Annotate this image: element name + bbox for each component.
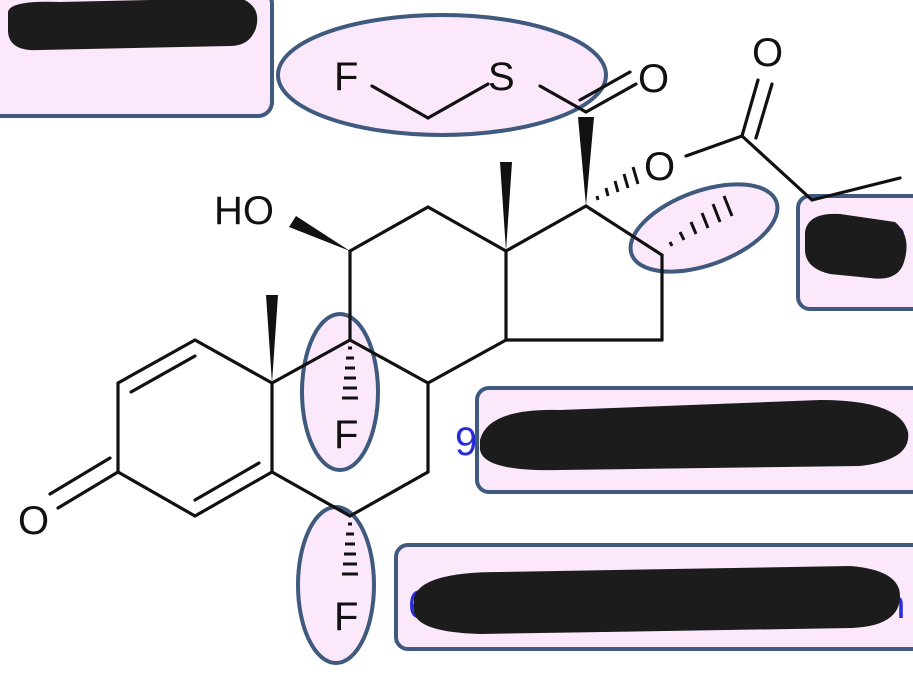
thioester-bonds bbox=[370, 70, 638, 120]
ring-b-bonds bbox=[270, 338, 430, 518]
f9-highlight bbox=[300, 312, 380, 472]
fluoro-6-label: F bbox=[334, 595, 358, 639]
fluoro-9-label: F bbox=[334, 413, 358, 457]
c17-ester-hash bbox=[595, 166, 640, 201]
c10-methyl-wedge bbox=[266, 295, 278, 383]
ester-bonds bbox=[684, 78, 902, 202]
c16-methyl-hash bbox=[668, 195, 734, 247]
c9-fluoro-hash bbox=[342, 346, 358, 400]
redaction-top-left bbox=[8, 0, 258, 51]
c17-carbonyl-wedge bbox=[578, 117, 594, 206]
ring-d-bonds bbox=[504, 204, 664, 342]
fluoromethylthio-highlight bbox=[276, 13, 608, 137]
redaction-bottom bbox=[414, 566, 900, 634]
middle-callout-prefix: 9 bbox=[455, 420, 477, 464]
fluoromethyl-f-label: F bbox=[334, 55, 358, 99]
c11-oh-wedge bbox=[289, 216, 350, 251]
c13-methyl-wedge bbox=[500, 162, 512, 251]
redaction-right bbox=[804, 213, 907, 279]
ester-o-label: O bbox=[644, 145, 675, 189]
f6-highlight bbox=[296, 505, 376, 665]
c16-methyl-highlight bbox=[628, 182, 780, 274]
ring-a-bonds bbox=[48, 338, 274, 518]
hydroxyl-label: HO bbox=[214, 189, 274, 233]
ketone-o-label: O bbox=[18, 499, 49, 543]
c6-fluoro-hash bbox=[342, 522, 358, 576]
thio-s-label: S bbox=[488, 55, 515, 99]
acyl-o-label: O bbox=[752, 31, 783, 75]
redaction-middle bbox=[480, 400, 909, 471]
carbonyl-o-label: O bbox=[638, 57, 669, 101]
ring-c-bonds bbox=[348, 205, 508, 385]
